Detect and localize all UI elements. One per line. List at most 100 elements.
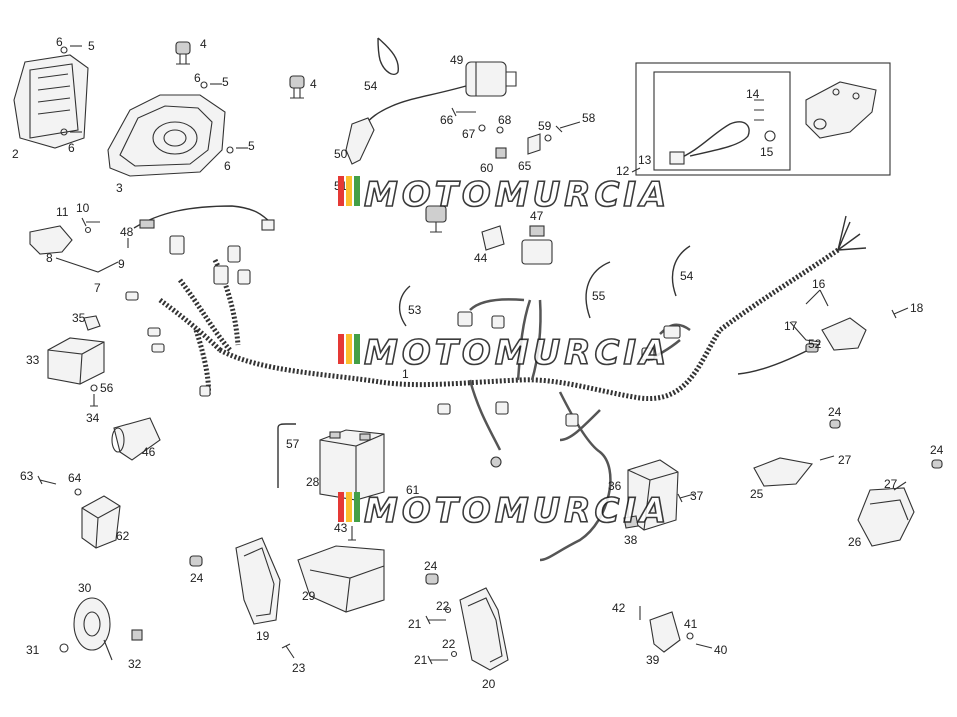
callout-22b: 22 — [442, 637, 456, 651]
part-29-battery-tray — [297, 545, 385, 613]
callout-36: 36 — [608, 479, 622, 493]
callout-59: 59 — [538, 119, 552, 133]
watermark-text-bottom: MOTOMURCIA — [364, 491, 670, 531]
part-46-sleeve — [111, 417, 161, 461]
callout-6c: 6 — [68, 141, 75, 155]
stripe-yellow — [346, 334, 352, 364]
part-3-headlight — [107, 94, 226, 177]
part-54-cable-tie-top — [377, 37, 399, 76]
callout-66: 66 — [440, 113, 454, 127]
callout-2: 2 — [12, 147, 19, 161]
callout-39: 39 — [646, 653, 660, 667]
callout-8: 8 — [46, 251, 53, 265]
part-51-spark-plug — [425, 205, 447, 233]
callout-6a: 6 — [56, 35, 63, 49]
callout-43: 43 — [334, 521, 348, 535]
callout-19: 19 — [256, 629, 270, 643]
callout-4a: 4 — [200, 37, 207, 51]
callout-5b: 5 — [222, 75, 229, 89]
part-screws-5-6 — [60, 45, 248, 154]
callout-27a: 27 — [838, 453, 852, 467]
leader-lines — [55, 167, 829, 343]
callout-64: 64 — [68, 471, 82, 485]
callout-5a: 5 — [88, 39, 95, 53]
part-8-indicator — [29, 217, 100, 255]
callout-65: 65 — [518, 159, 532, 173]
part-21-22-screws — [425, 606, 458, 665]
callout-24d: 24 — [930, 443, 944, 457]
stripe-red — [338, 492, 344, 522]
part-23-screw — [281, 643, 295, 659]
callout-25: 25 — [750, 487, 764, 501]
callout-33: 33 — [26, 353, 40, 367]
part-44-relay — [481, 225, 505, 251]
inset-panel-12 — [635, 62, 891, 176]
callout-46: 46 — [142, 445, 156, 459]
stripe-green — [354, 334, 360, 364]
callout-10: 10 — [76, 201, 90, 215]
callout-40: 40 — [714, 643, 728, 657]
callout-17: 17 — [784, 319, 798, 333]
callout-20: 20 — [482, 677, 496, 691]
callout-9: 9 — [118, 257, 125, 271]
part-20-side-reflector — [459, 587, 509, 671]
callout-57: 57 — [286, 437, 300, 451]
part-26-rear-indicator — [857, 481, 915, 547]
part-57-hex-key — [277, 423, 296, 488]
part-53-clip — [399, 285, 411, 327]
callout-1: 1 — [402, 367, 409, 381]
watermark-top: MOTOMURCIA — [338, 174, 667, 216]
callout-67: 67 — [462, 127, 476, 141]
stripe-yellow — [346, 176, 352, 206]
callout-35: 35 — [72, 311, 86, 325]
callout-24b: 24 — [424, 559, 438, 573]
callout-56: 56 — [100, 381, 114, 395]
callout-60: 60 — [480, 161, 494, 175]
part-19-side-reflector — [235, 537, 281, 625]
part-47-fuse-box — [521, 225, 553, 265]
part-50-spark-plug-cap — [345, 117, 375, 165]
callout-53: 53 — [408, 303, 422, 317]
stripe-red — [338, 334, 344, 364]
part-4-bulb-side — [289, 75, 305, 99]
callout-55: 55 — [592, 289, 606, 303]
callout-28: 28 — [306, 475, 320, 489]
watermark-text-middle: MOTOMURCIA — [364, 333, 670, 373]
callout-41: 41 — [684, 617, 698, 631]
part-48-wire — [133, 205, 275, 231]
callout-18: 18 — [910, 301, 924, 315]
callout-11: 11 — [56, 205, 69, 219]
part-4-bulb-top — [175, 41, 191, 65]
part-49-ignition-coil — [361, 61, 517, 129]
part-16-tail-light — [737, 317, 867, 375]
part-30-horn — [59, 597, 143, 661]
callout-38: 38 — [624, 533, 638, 547]
callout-21b: 21 — [414, 653, 428, 667]
callout-32: 32 — [128, 657, 142, 671]
stripe-green — [354, 492, 360, 522]
part-24-bulbs — [189, 419, 943, 585]
callout-47: 47 — [530, 209, 544, 223]
callout-54a: 54 — [364, 79, 378, 93]
callout-52: 52 — [808, 337, 822, 351]
callout-21a: 21 — [408, 617, 422, 631]
stripe-yellow — [346, 492, 352, 522]
callout-6d: 6 — [224, 159, 231, 173]
callout-12: 12 — [616, 164, 630, 178]
part-1-main-wiring-harness — [125, 215, 867, 562]
callout-23: 23 — [292, 661, 306, 675]
callout-3: 3 — [116, 181, 123, 195]
callout-58: 58 — [582, 111, 596, 125]
part-54-tie-right — [671, 245, 691, 297]
callout-50: 50 — [334, 147, 348, 161]
callout-13: 13 — [638, 153, 652, 167]
callout-24a: 24 — [190, 571, 204, 585]
part-43-bolt — [348, 526, 356, 541]
callout-14: 14 — [746, 87, 760, 101]
callout-7: 7 — [94, 281, 101, 295]
callout-34: 34 — [86, 411, 100, 425]
part-small-hardware-center — [451, 107, 581, 159]
part-36-cdi-unit — [623, 459, 695, 531]
callout-labels: 1 2 3 4 4 5 5 5 6 6 6 6 7 8 9 10 11 12 1… — [12, 35, 944, 691]
